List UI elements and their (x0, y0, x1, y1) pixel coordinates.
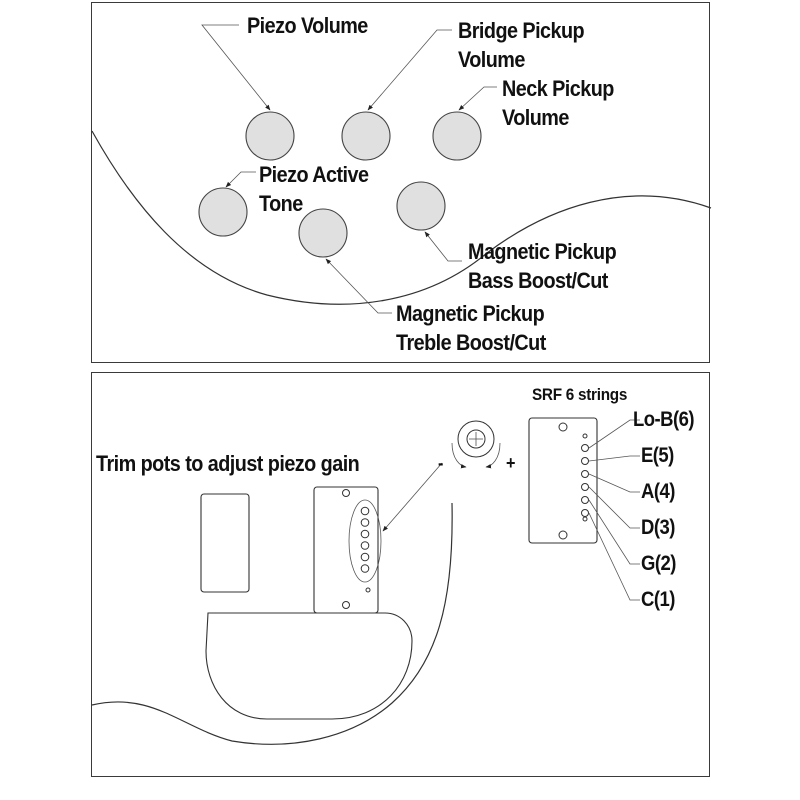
trim-pots-leader (382, 462, 443, 532)
piezo-preamp-plate (313, 486, 379, 614)
piezo-active-tone-knob (198, 187, 248, 237)
magnetic-treble-leader (325, 258, 392, 314)
srf-string-leader-3 (588, 473, 640, 493)
srf-string-hole-1 (581, 444, 589, 452)
trim-pot-4 (360, 541, 370, 550)
srf-string-hole-5 (581, 496, 589, 504)
plate-screw-small (365, 587, 371, 593)
trim-pots-label: Trim pots to adjust piezo gain (96, 451, 360, 476)
bridge-pickup-volume-label: Bridge Pickup Volume (458, 18, 585, 72)
string-label: C(1) (641, 588, 675, 611)
srf-screw-small-bottom (582, 516, 588, 522)
srf-pickup (528, 417, 598, 544)
controls-diagram-drawing (91, 24, 712, 314)
trim-pot-5 (360, 552, 370, 562)
srf-string-leader-2 (588, 455, 640, 462)
string-label: E(5) (641, 444, 674, 467)
piezo-volume-leader (201, 24, 271, 111)
plate-screw-top (342, 489, 350, 497)
string-label: Lo-B(6) (633, 408, 694, 431)
plus-sign: + (506, 453, 515, 473)
srf-string-holes (581, 444, 589, 517)
srf-string-hole-4 (581, 483, 589, 491)
srf-screw-bottom (558, 530, 568, 540)
trim-pot-adjust-icon (451, 420, 501, 469)
plate-screw-bottom (342, 601, 350, 609)
srf-string-hole-3 (581, 470, 589, 478)
pickup-diagram-drawing (91, 417, 640, 745)
srf-string-hole-2 (581, 457, 589, 465)
minus-sign: - (438, 453, 443, 473)
bridge-pickup-volume-knob (341, 111, 391, 161)
piezo-active-tone-label: Piezo Active Tone (259, 162, 369, 216)
controls-diagram-panel: Piezo Volume Bridge Pickup Volume Neck P… (91, 2, 712, 363)
trim-pots-highlight (348, 499, 382, 583)
piezo-volume-knob (245, 111, 295, 161)
trim-pot-6 (360, 564, 370, 573)
trim-pot-3 (360, 529, 370, 539)
srf-title: SRF 6 strings (532, 385, 628, 404)
srf-screw-top (558, 422, 568, 432)
neck-pickup-volume-knob (432, 111, 482, 161)
srf-string-leader-4 (588, 486, 640, 529)
trim-pot-2 (360, 518, 370, 527)
magnetic-bass-knob (396, 181, 446, 231)
string-label: G(2) (641, 552, 676, 575)
trim-pot-1 (360, 506, 370, 516)
pickup-diagram-panel: Trim pots to adjust piezo gain - + SRF 6… (91, 372, 710, 777)
magnetic-treble-knob (298, 208, 348, 258)
srf-string-leader-1 (588, 419, 640, 449)
magnetic-bass-label: Magnetic Pickup Bass Boost/Cut (468, 239, 617, 293)
guitar-body-outline-lower (91, 502, 453, 745)
magnetic-bass-leader (424, 231, 462, 262)
neck-pickup-leader (458, 86, 497, 111)
bridge-base (205, 612, 413, 720)
neck-pickup-volume-label: Neck Pickup Volume (502, 76, 614, 130)
bridge-pickup-leader (367, 29, 452, 111)
trim-pots (360, 506, 370, 573)
guitar-body-outline (91, 130, 712, 305)
string-label: D(3) (641, 516, 675, 539)
piezo-active-tone-leader (225, 171, 256, 188)
srf-string-leader-6 (588, 512, 640, 601)
srf-string-leader-5 (588, 499, 640, 565)
neck-pickup (200, 493, 250, 593)
srf-string-leaders (588, 419, 640, 601)
srf-string-hole-6 (581, 509, 589, 517)
srf-screw-small-top (582, 433, 588, 439)
piezo-volume-label: Piezo Volume (247, 13, 368, 38)
string-label: A(4) (641, 480, 675, 503)
magnetic-treble-label: Magnetic Pickup Treble Boost/Cut (396, 301, 546, 355)
